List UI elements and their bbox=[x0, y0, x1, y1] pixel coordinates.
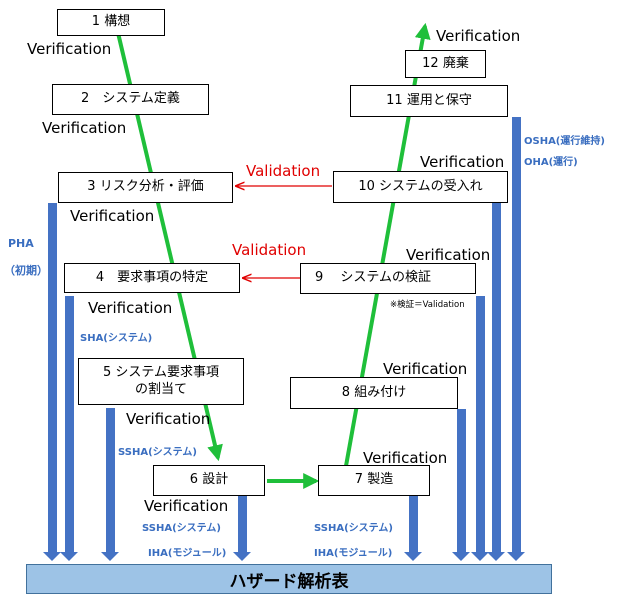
analysis-bar-sha bbox=[60, 296, 78, 561]
analysis-bar-10 bbox=[487, 203, 505, 561]
box-concept-label: 1 構想 bbox=[91, 14, 131, 30]
box-system-verification: 9 システムの検証 bbox=[300, 263, 476, 294]
analysis-bar-pha bbox=[43, 203, 61, 561]
iha-label: IHA(モジュール) bbox=[314, 548, 393, 559]
oha-label: OHA(運行) bbox=[524, 157, 578, 168]
verification-label: Verification bbox=[27, 40, 112, 58]
analysis-bar-ssha-7 bbox=[404, 496, 422, 561]
box-manufacturing: 7 製造 bbox=[318, 465, 430, 496]
box-assembly-label: 8 組み付け bbox=[341, 384, 407, 400]
verification-label: Verification bbox=[363, 449, 448, 467]
verification-label: Verification bbox=[144, 497, 229, 515]
ssha-label: SSHA(システム) bbox=[118, 447, 197, 458]
osha-label: OSHA(運行維持) bbox=[524, 136, 605, 147]
box-system-verification-label: 9 システムの検証 bbox=[315, 270, 432, 286]
box-disposal: 12 廃棄 bbox=[405, 50, 486, 78]
box-design: 6 設計 bbox=[153, 465, 265, 496]
box-risk-analysis: 3 リスク分析・評価 bbox=[58, 172, 233, 203]
verification-label: Verification bbox=[70, 207, 155, 225]
box-design-label: 6 設計 bbox=[189, 472, 229, 488]
verification-label: Verification bbox=[436, 27, 521, 45]
hazard-analysis-table: ハザード解析表 bbox=[26, 564, 552, 594]
verification-label: Verification bbox=[420, 153, 505, 171]
box-concept: 1 構想 bbox=[57, 9, 165, 36]
box-operation-label: 11 運用と保守 bbox=[386, 92, 472, 108]
box-assembly: 8 組み付け bbox=[290, 377, 458, 409]
ssha-label: SSHA(システム) bbox=[314, 523, 393, 534]
validation-label: Validation bbox=[246, 162, 321, 180]
box-system-definition-label: 2 システム定義 bbox=[81, 91, 180, 107]
validation-label: Validation bbox=[232, 241, 307, 259]
analysis-bar-ssha-6 bbox=[233, 493, 251, 561]
verification-label: Verification bbox=[126, 410, 211, 428]
validation-note: ※検証＝Validation bbox=[390, 300, 465, 310]
box-disposal-label: 12 廃棄 bbox=[422, 55, 469, 71]
pha-sub-label: （初期） bbox=[4, 264, 48, 277]
analysis-bar-9 bbox=[471, 296, 489, 561]
box-operation: 11 運用と保守 bbox=[350, 85, 508, 117]
analysis-bar-8 bbox=[452, 409, 470, 561]
verification-label: Verification bbox=[406, 246, 491, 264]
ssha-label: SSHA(システム) bbox=[142, 523, 221, 534]
verification-label: Verification bbox=[88, 299, 173, 317]
hazard-analysis-table-label: ハザード解析表 bbox=[229, 571, 349, 592]
verification-label: Verification bbox=[383, 360, 468, 378]
box-acceptance-label: 10 システムの受入れ bbox=[358, 178, 483, 194]
verification-label: Verification bbox=[42, 119, 127, 137]
box-allocation-label-1: 5 システム要求事項 bbox=[102, 365, 219, 381]
iha-label: IHA(モジュール) bbox=[148, 548, 227, 559]
box-requirements-label: 4 要求事項の特定 bbox=[95, 269, 209, 285]
sha-label: SHA(システム) bbox=[80, 333, 153, 344]
box-manufacturing-label: 7 製造 bbox=[354, 472, 394, 488]
box-acceptance: 10 システムの受入れ bbox=[333, 171, 508, 203]
analysis-bar-ssha-5 bbox=[101, 408, 119, 561]
box-allocation-label-2: の割当て bbox=[134, 381, 187, 397]
analysis-bar-osha bbox=[507, 117, 525, 561]
box-risk-analysis-label: 3 リスク分析・評価 bbox=[87, 179, 204, 195]
box-requirements: 4 要求事項の特定 bbox=[64, 263, 240, 293]
box-system-definition: 2 システム定義 bbox=[52, 84, 209, 115]
box-allocation: 5 システム要求事項 の割当て bbox=[78, 358, 244, 405]
pha-label: PHA bbox=[8, 237, 34, 250]
